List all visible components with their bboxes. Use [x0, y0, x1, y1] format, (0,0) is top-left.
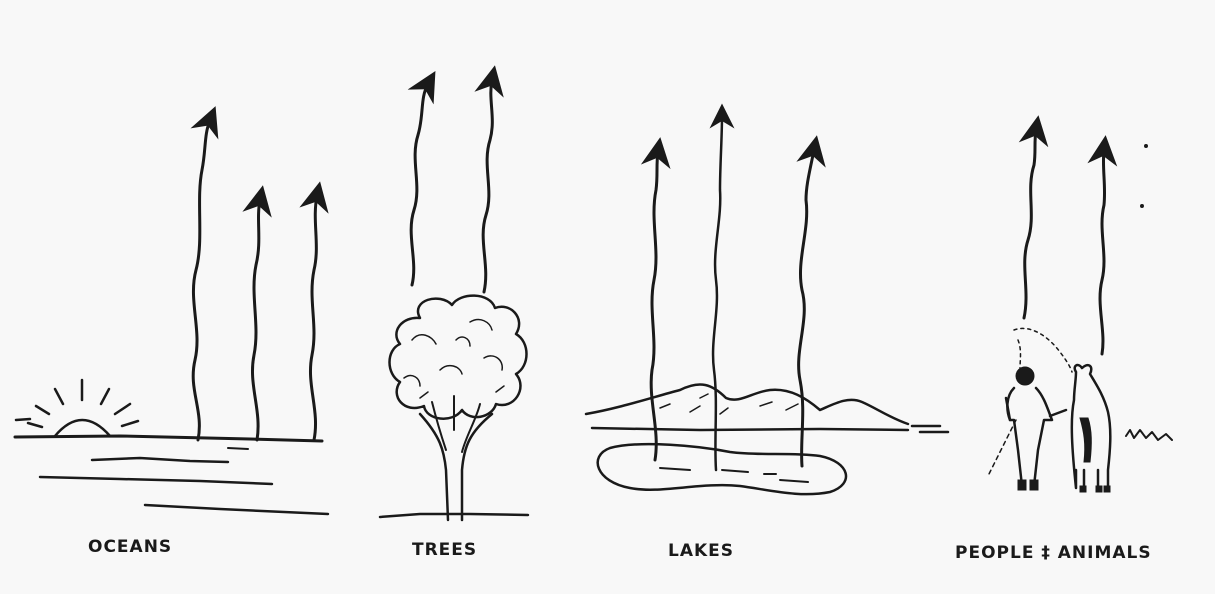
ocean-wave [92, 458, 228, 462]
vapor-arrow-icon [483, 80, 492, 292]
tree-icon [380, 296, 528, 520]
vapor-arrow-icon [1024, 130, 1036, 318]
trees-scene [380, 80, 528, 520]
vapor-arrow-icon [252, 200, 260, 440]
vapor-arrow-icon [713, 116, 722, 470]
ocean-wave [40, 477, 272, 484]
vapor-arrow-icon [310, 196, 317, 440]
ocean-wave [145, 505, 328, 514]
ocean-horizon [15, 436, 322, 441]
caption-lakes: LAKES [668, 541, 734, 561]
lakes-scene [586, 116, 948, 494]
caption-people-animals: PEOPLE ‡ ANIMALS [955, 543, 1152, 563]
people-animals-scene [988, 130, 1172, 492]
horse-icon [1072, 365, 1110, 492]
vapor-arrow-icon [411, 84, 428, 285]
vapor-arrow-icon [799, 150, 814, 466]
vapor-arrow-icon [1100, 150, 1105, 354]
person-icon [988, 367, 1066, 490]
caption-trees: TREES [412, 540, 477, 560]
ocean-wave [228, 448, 248, 449]
vapor-arrow-icon [651, 152, 658, 460]
vapor-arrow-icon [193, 120, 210, 440]
caption-oceans: OCEANS [88, 537, 172, 557]
sun-icon [16, 380, 138, 436]
hills-icon [586, 384, 908, 424]
oceans-scene [15, 120, 328, 514]
